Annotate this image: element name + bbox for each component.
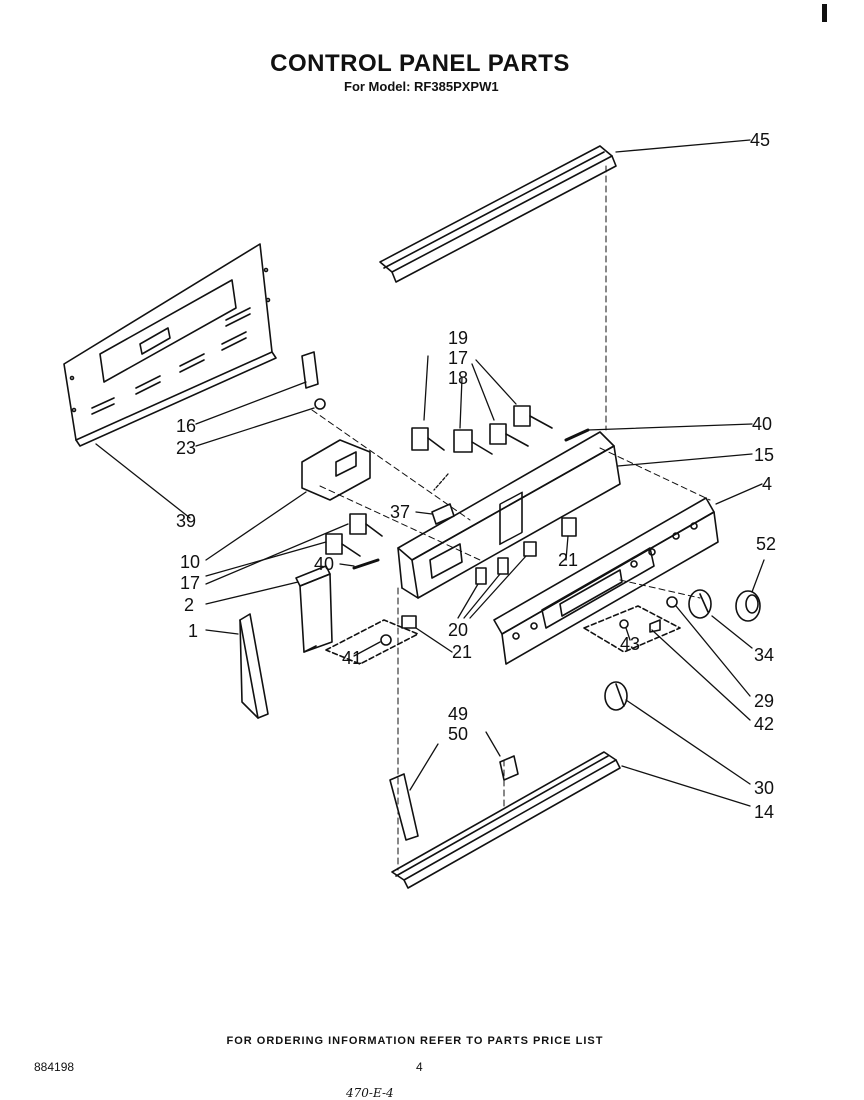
part-4-control-panel — [493, 497, 719, 665]
callout-41: 41 — [342, 648, 362, 668]
scan-edge-mark — [822, 4, 827, 22]
part-1-side-bracket — [239, 613, 269, 719]
callout-1: 1 — [188, 621, 198, 641]
callout-20: 20 — [448, 620, 468, 640]
part-2-switch-cover — [295, 565, 333, 653]
part-18-switch — [453, 429, 493, 455]
handwritten-note: 470-E-4 — [346, 1086, 394, 1100]
callout-16: 16 — [176, 416, 196, 436]
callout-17-top: 17 — [448, 348, 468, 368]
page-title: CONTROL PANEL PARTS — [270, 50, 570, 77]
part-30-knob — [604, 681, 628, 711]
part-15-bracket — [397, 431, 621, 599]
callout-15: 15 — [754, 445, 774, 465]
callout-leaders — [95, 139, 765, 807]
part-40-spring — [352, 428, 590, 570]
callout-23: 23 — [176, 438, 196, 458]
assembly-guide-lines — [311, 165, 711, 871]
part-42-43-inset — [583, 605, 681, 653]
part-17-switch-left — [325, 513, 383, 557]
callout-43: 43 — [620, 634, 640, 654]
callout-42: 42 — [754, 714, 774, 734]
part-45-top-trim — [379, 145, 617, 283]
part-14-bottom-trim — [391, 751, 621, 889]
callout-40-right: 40 — [752, 414, 772, 434]
callout-50: 50 — [448, 724, 468, 744]
ordering-info-note: FOR ORDERING INFORMATION REFER TO PARTS … — [226, 1035, 604, 1047]
callout-49: 49 — [448, 704, 468, 724]
callout-21-right: 21 — [558, 550, 578, 570]
part-10-switch — [301, 439, 371, 501]
callout-37: 37 — [390, 502, 410, 522]
callout-17-left: 17 — [180, 573, 200, 593]
part-39-rear-panel — [63, 243, 277, 447]
callout-21-bottom: 21 — [452, 642, 472, 662]
model-subtitle: For Model: RF385PXPW1 — [344, 79, 499, 94]
part-20-switch-actuators — [475, 541, 537, 585]
part-52-knob — [735, 590, 761, 622]
part-34-knob — [688, 589, 712, 619]
callout-14: 14 — [754, 802, 774, 822]
callout-40-left: 40 — [314, 554, 334, 574]
part-49-50-clip — [389, 755, 519, 841]
document-number: 884198 — [34, 1060, 75, 1074]
callout-45: 45 — [750, 130, 770, 150]
part-17-switch-right — [489, 405, 553, 447]
callout-39: 39 — [176, 511, 196, 531]
callout-29: 29 — [754, 691, 774, 711]
page-number: 4 — [416, 1060, 423, 1074]
callout-labels: 45 19 17 18 40 15 16 23 4 39 37 52 21 10… — [176, 130, 776, 822]
callout-2: 2 — [184, 595, 194, 615]
callout-34: 34 — [754, 645, 774, 665]
callout-4: 4 — [762, 474, 772, 494]
part-29-knob-insert — [666, 596, 678, 608]
callout-52: 52 — [756, 534, 776, 554]
callout-30: 30 — [754, 778, 774, 798]
part-37-wire-connector — [431, 503, 455, 525]
callout-19: 19 — [448, 328, 468, 348]
part-16-23-clip — [301, 351, 326, 410]
callout-18: 18 — [448, 368, 468, 388]
part-21-bracket — [561, 517, 577, 537]
callout-10: 10 — [180, 552, 200, 572]
part-19-switch — [411, 427, 445, 451]
part-41-21-inset — [325, 615, 419, 665]
